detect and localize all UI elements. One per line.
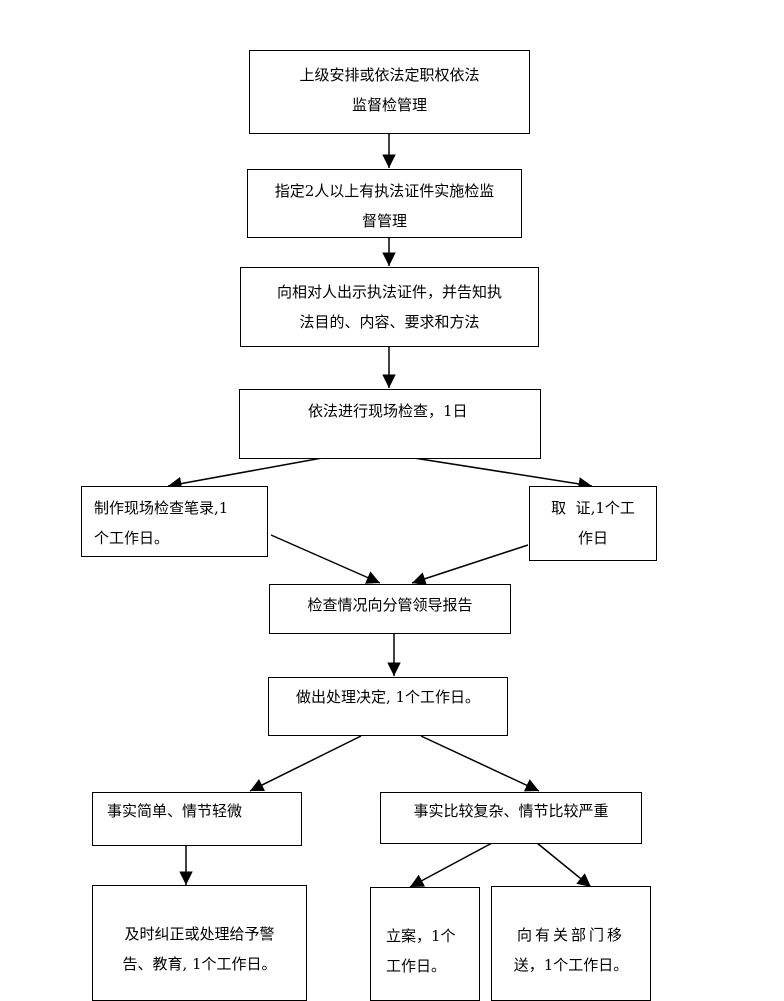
arrow-n4-n5 xyxy=(167,457,323,491)
result-warning-education: 及时纠正或处理给予警 告、教育, 1个工作日。 xyxy=(92,885,307,1001)
arrow-n8-n9 xyxy=(249,735,362,792)
result-transfer-department-line-2: 送，1个工作日。 xyxy=(513,956,629,974)
step-inspection-record-line-1: 制作现场检查笔录,1 xyxy=(94,499,229,517)
step-present-credentials-line-2: 法目的、内容、要求和方法 xyxy=(299,313,480,331)
step-assign-inspectors-line-2: 督管理 xyxy=(361,212,407,230)
step-report-to-leader-line-1: 检查情况向分管领导报告 xyxy=(307,596,473,614)
arrow-n10-n12 xyxy=(409,842,493,888)
step-make-decision-line-1: 做出处理决定, 1个工作日。 xyxy=(295,688,481,706)
step-assign-inspectors-line-1: 指定2人以上有执法证件实施检监 xyxy=(274,182,495,200)
step-make-decision: 做出处理决定, 1个工作日。 xyxy=(268,677,508,736)
arrow-n6-n7 xyxy=(411,544,529,586)
step-present-credentials-line-1: 向相对人出示执法证件，并告知执 xyxy=(276,283,502,301)
step-inspection-record: 制作现场检查笔录,1 个工作日。 xyxy=(81,486,268,557)
result-warning-education-line-1: 及时纠正或处理给予警 xyxy=(124,925,275,943)
branch-minor-case-line-1: 事实简单、情节轻微 xyxy=(107,802,243,820)
result-transfer-department: 向有关部门移 送，1个工作日。 xyxy=(491,886,651,1001)
step-inspection-record-line-2: 个工作日。 xyxy=(94,529,170,547)
step-onsite-inspection-line-1: 依法进行现场检查，1日 xyxy=(308,402,468,420)
step-collect-evidence-line-1: 取 证,1个工 xyxy=(551,499,635,517)
arrow-n10-n13 xyxy=(536,842,592,888)
step-assign-inspectors: 指定2人以上有执法证件实施检监 督管理 xyxy=(247,169,522,238)
result-transfer-department-line-1: 向有关部门移 xyxy=(516,926,625,944)
step-present-credentials: 向相对人出示执法证件，并告知执 法目的、内容、要求和方法 xyxy=(240,267,539,347)
result-file-case-line-2: 工作日。 xyxy=(386,957,447,975)
step-collect-evidence: 取 证,1个工 作日 xyxy=(529,486,657,561)
branch-serious-case-line-1: 事实比较复杂、情节比较严重 xyxy=(413,802,609,820)
result-file-case-line-1: 立案，1个 xyxy=(386,927,456,945)
branch-serious-case: 事实比较复杂、情节比较严重 xyxy=(380,792,642,844)
result-file-case: 立案，1个 工作日。 xyxy=(370,887,480,1001)
arrow-n8-n10 xyxy=(420,735,540,792)
arrow-n5-n7 xyxy=(270,534,381,584)
result-warning-education-line-2: 告、教育, 1个工作日。 xyxy=(122,955,277,973)
branch-minor-case: 事实简单、情节轻微 xyxy=(92,792,302,846)
step-supervision-basis-line-1: 上级安排或依法定职权依法 xyxy=(299,66,480,84)
step-onsite-inspection: 依法进行现场检查，1日 xyxy=(239,389,541,459)
step-collect-evidence-line-2: 作日 xyxy=(577,529,608,547)
step-supervision-basis-line-2: 监督检管理 xyxy=(351,96,427,114)
step-report-to-leader: 检查情况向分管领导报告 xyxy=(269,584,511,634)
arrow-n4-n6 xyxy=(413,457,593,491)
step-supervision-basis: 上级安排或依法定职权依法 监督检管理 xyxy=(249,50,530,134)
